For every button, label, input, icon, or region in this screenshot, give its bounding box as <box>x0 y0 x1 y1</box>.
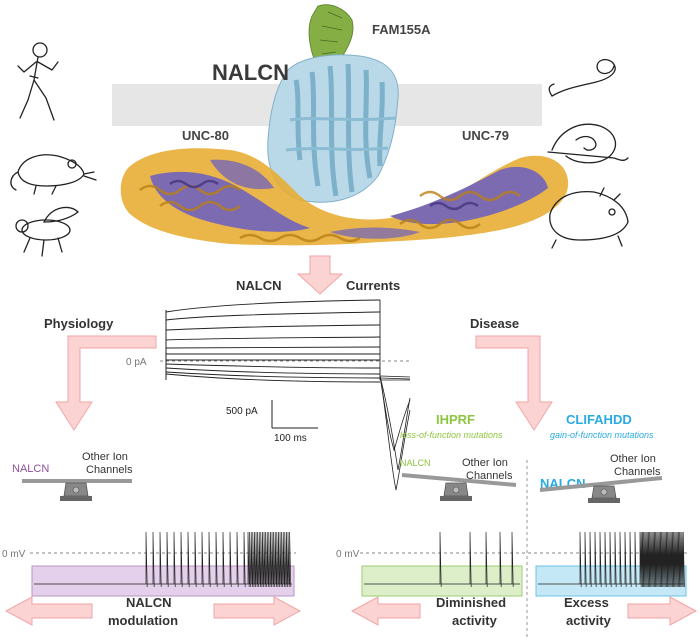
currents-label-left: NALCN <box>236 278 282 293</box>
modulation-right-arrow <box>213 596 302 626</box>
rodent-icon <box>549 187 629 249</box>
current-traces: 0 pA 500 pA 100 ms <box>126 299 411 491</box>
excess-line1: Excess <box>564 595 609 610</box>
clifahdd-other-line2: Channels <box>614 466 661 478</box>
currents-label-right: Currents <box>346 278 400 293</box>
runner-icon <box>17 42 59 121</box>
unc79-label: UNC-79 <box>462 128 509 143</box>
disease-arrow <box>475 335 553 431</box>
spike-path <box>364 531 520 588</box>
excess-arrow <box>627 596 698 626</box>
zero-mv-label-physiology: 0 mV <box>2 549 26 560</box>
unc80-label: UNC-80 <box>182 128 229 143</box>
ihprf-desc: loss-of-function mutations <box>400 430 503 440</box>
nalcn-title: NALCN <box>212 60 289 85</box>
zero-pa-label: 0 pA <box>126 357 147 368</box>
ihprf-title: IHPRF <box>436 412 475 427</box>
worm-icon <box>548 58 616 97</box>
ihprf-trace-band <box>361 565 523 597</box>
spike-path <box>538 531 685 588</box>
ihprf-voltage-trace <box>364 531 520 588</box>
ihprf-nalcn-label: NALCN <box>400 458 431 468</box>
physiology-arrow <box>55 335 157 431</box>
diminished-arrow <box>350 596 421 626</box>
modulation-line2: modulation <box>108 613 178 628</box>
fam155a-label: FAM155A <box>372 22 431 37</box>
snail-icon <box>547 123 629 164</box>
modulation-left-arrow <box>4 596 93 626</box>
clifahdd-voltage-trace <box>538 531 685 588</box>
physiology-voltage-trace <box>34 531 292 588</box>
fly-icon <box>15 206 79 257</box>
physiology-other-line2: Channels <box>86 464 133 476</box>
scale-x-label: 100 ms <box>274 433 307 444</box>
diminished-line1: Diminished <box>436 595 506 610</box>
physiology-beam <box>22 479 132 483</box>
ihprf-other-line1: Other Ion <box>462 457 508 469</box>
physiology-balance: NALCN Other Ion Channels <box>12 451 133 501</box>
clifahdd-title: CLIFAHDD <box>566 412 632 427</box>
ihprf-other-line2: Channels <box>466 470 513 482</box>
diminished-line2: activity <box>452 613 498 628</box>
zero-mv-label-disease: 0 mV <box>336 549 360 560</box>
spike-path <box>34 531 292 588</box>
clifahdd-other-line1: Other Ion <box>610 453 656 465</box>
modulation-line1: NALCN <box>126 595 172 610</box>
physiology-nalcn-label: NALCN <box>12 463 49 475</box>
excess-line2: activity <box>566 613 612 628</box>
mouse-icon <box>10 154 97 195</box>
physiology-title: Physiology <box>44 316 114 331</box>
disease-title: Disease <box>470 316 519 331</box>
unc-complex-structure <box>120 148 569 246</box>
physiology-other-line1: Other Ion <box>82 451 128 463</box>
lower-panel: NALCN Currents Physiology Disease 0 pA <box>2 255 698 637</box>
ihprf-group: IHPRF loss-of-function mutations NALCN O… <box>400 412 517 501</box>
structure-panel: NALCN FAM155A UNC-80 UNC-79 <box>10 4 629 257</box>
scale-y-label: 500 pA <box>226 406 258 417</box>
structure-to-currents-arrow <box>296 255 344 295</box>
nalcn-structure <box>267 54 399 203</box>
clifahdd-desc: gain-of-function mutations <box>550 430 654 440</box>
clifahdd-group: CLIFAHDD gain-of-function mutations NALC… <box>539 412 663 503</box>
